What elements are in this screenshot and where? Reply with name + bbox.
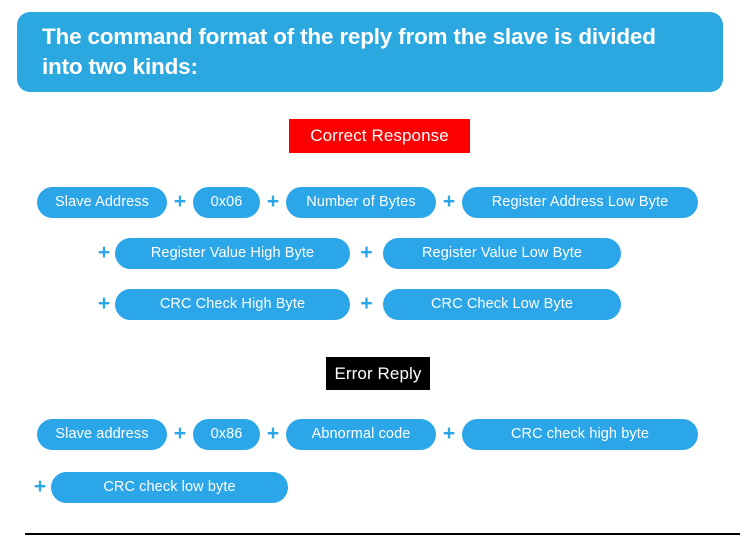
- plus-separator-icon: +: [97, 291, 111, 315]
- page-title: The command format of the reply from the…: [42, 24, 656, 79]
- field-pill-label: CRC check low byte: [103, 479, 236, 495]
- field-pill-label: CRC Check High Byte: [159, 296, 306, 312]
- plus-separator-icon: +: [173, 421, 187, 445]
- field-pill-register-value-high-byte[interactable]: Register Value High Byte: [115, 237, 350, 269]
- field-pill-slave-address[interactable]: Slave address: [37, 418, 167, 450]
- field-pill-number-of-bytes[interactable]: Number of Bytes: [286, 186, 436, 218]
- error-reply-row-1: Slave address + 0x86 + Abnormal code + C…: [37, 418, 698, 450]
- plus-separator-icon: +: [442, 189, 456, 213]
- footer-divider: [25, 533, 740, 535]
- field-pill-label: Register Value High Byte: [150, 245, 315, 261]
- plus-separator-icon: +: [360, 291, 373, 315]
- field-pill-label: Register Value Low Byte: [421, 245, 582, 261]
- plus-separator-icon: +: [33, 474, 47, 498]
- correct-response-row-1: Slave Address + 0x06 + Number of Bytes +…: [37, 186, 698, 218]
- field-pill-label: Register Address Low Byte: [491, 194, 669, 210]
- field-pill-label: 0x06: [210, 194, 243, 210]
- status-badge-error-reply: Error Reply: [326, 357, 430, 390]
- error-reply-row-2: + CRC check low byte: [29, 471, 288, 503]
- field-pill-abnormal-code[interactable]: Abnormal code: [286, 418, 436, 450]
- plus-separator-icon: +: [442, 421, 456, 445]
- plus-separator-icon: +: [97, 240, 111, 264]
- correct-response-row-3: + CRC Check High Byte + CRC Check Low By…: [93, 288, 621, 320]
- field-pill-label: CRC Check Low Byte: [430, 296, 573, 312]
- correct-response-row-2: + Register Value High Byte + Register Va…: [93, 237, 621, 269]
- badge-label: Correct Response: [310, 126, 449, 145]
- field-pill-label: Slave Address: [55, 194, 149, 210]
- field-pill-label: 0x86: [210, 426, 243, 442]
- header-banner: The command format of the reply from the…: [17, 12, 723, 92]
- badge-label: Error Reply: [334, 363, 422, 383]
- field-pill-register-value-low-byte[interactable]: Register Value Low Byte: [383, 237, 621, 269]
- field-pill-crc-check-low-byte[interactable]: CRC check low byte: [51, 471, 288, 503]
- field-pill-function-code[interactable]: 0x06: [193, 186, 260, 218]
- plus-separator-icon: +: [360, 240, 373, 264]
- status-badge-correct-response: Correct Response: [289, 119, 470, 153]
- plus-separator-icon: +: [173, 189, 187, 213]
- field-pill-crc-check-low-byte[interactable]: CRC Check Low Byte: [383, 288, 621, 320]
- plus-separator-icon: +: [266, 421, 280, 445]
- field-pill-register-address-low-byte[interactable]: Register Address Low Byte: [462, 186, 698, 218]
- field-pill-crc-check-high-byte[interactable]: CRC check high byte: [462, 418, 698, 450]
- field-pill-label: Abnormal code: [311, 426, 411, 442]
- plus-separator-icon: +: [266, 189, 280, 213]
- field-pill-slave-address[interactable]: Slave Address: [37, 186, 167, 218]
- field-pill-label: Slave address: [55, 426, 149, 442]
- field-pill-label: CRC check high byte: [510, 426, 650, 442]
- field-pill-error-function-code[interactable]: 0x86: [193, 418, 260, 450]
- field-pill-label: Number of Bytes: [306, 194, 416, 210]
- field-pill-crc-check-high-byte[interactable]: CRC Check High Byte: [115, 288, 350, 320]
